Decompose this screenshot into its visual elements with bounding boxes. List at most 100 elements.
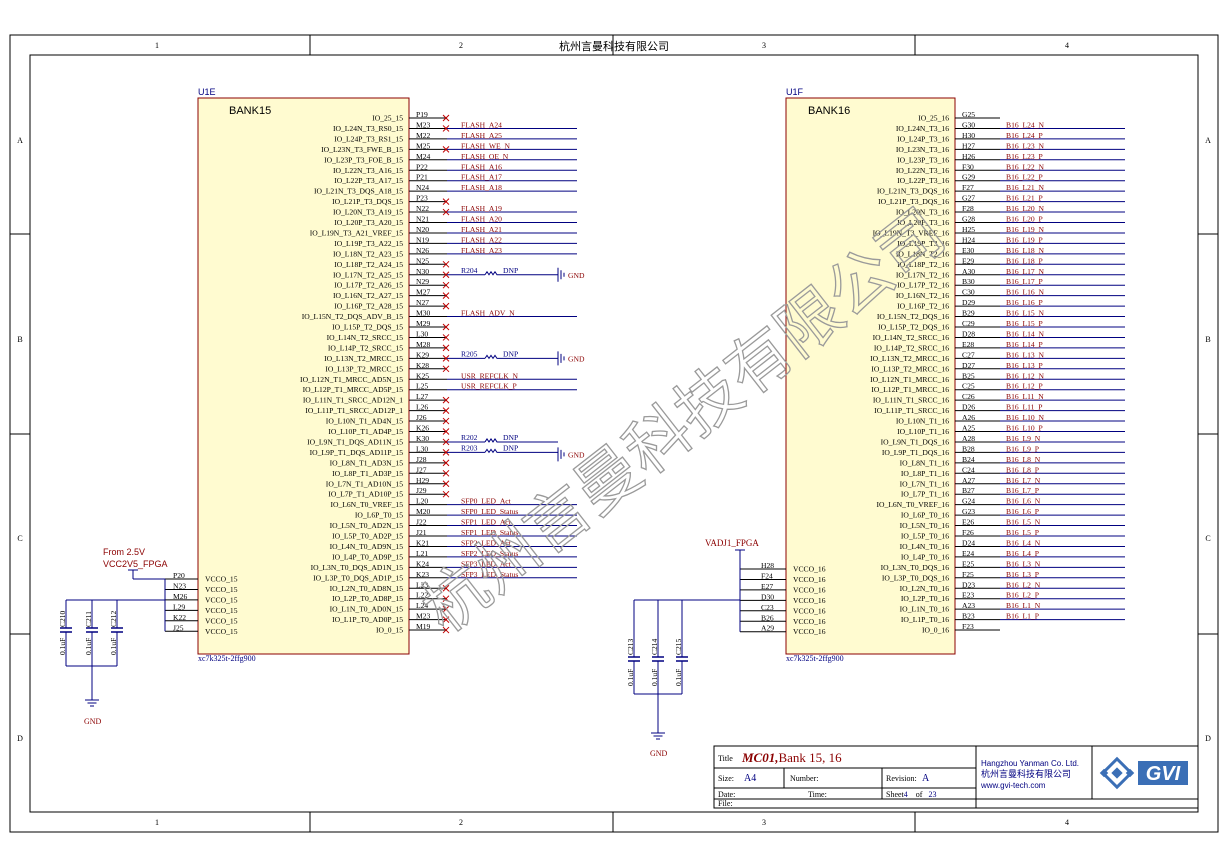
bank16-net-label: B16_L4_N xyxy=(1006,538,1041,547)
bank16-net-label: B16_L11_N xyxy=(1006,392,1044,401)
bank16-pin-number: H24 xyxy=(962,235,975,244)
bank15-body xyxy=(197,97,410,655)
zone-col-top: 1 xyxy=(155,41,159,50)
bank16-pin-number: B24 xyxy=(962,455,975,464)
bank16-net-label: B16_L23_P xyxy=(1006,152,1043,161)
bank15-pin-name: IO_L17N_T2_A25_15 xyxy=(333,270,403,279)
bank15-net-label: FLASH_A21 xyxy=(461,225,502,234)
bank15-vcco-name: VCCO_15 xyxy=(205,585,238,594)
sheet-total: 23 xyxy=(928,790,936,799)
bank16-pin-name: IO_L1P_T0_16 xyxy=(901,615,949,624)
time-label: Time: xyxy=(808,790,827,799)
bank15-pin-number: P19 xyxy=(416,110,428,119)
bank16-pin-number: G24 xyxy=(962,497,975,506)
no-connect-mark xyxy=(442,417,450,425)
bank16-vcco-name: VCCO_16 xyxy=(793,606,826,615)
zone-row-right: A xyxy=(1205,136,1211,145)
cap-value: 0.1uF xyxy=(674,669,683,686)
resistor-ref: R204 xyxy=(461,266,478,275)
bank16-title: BANK16 xyxy=(808,105,850,117)
no-connect-stroke xyxy=(442,271,450,279)
bank16-pin-number: A30 xyxy=(962,267,975,276)
cap-ref: C212 xyxy=(109,610,118,627)
bank15-part-number: xc7k325t-2ffg900 xyxy=(198,654,256,663)
bank15-pin-name: IO_0_15 xyxy=(376,626,403,635)
no-connect-stroke xyxy=(442,407,450,414)
bank16-pin-number: D24 xyxy=(962,538,975,547)
bank15-net-label: USR_REFCLK_P xyxy=(461,382,517,391)
bank16-pin-number: F23 xyxy=(962,622,974,631)
no-connect-mark xyxy=(442,208,450,216)
ground-icon xyxy=(557,447,565,462)
no-connect-mark xyxy=(442,438,450,446)
bank15-pin-name: IO_L13P_T2_MRCC_15 xyxy=(325,364,403,373)
bank15-pin-number: J28 xyxy=(416,455,427,464)
company-en: Hangzhou Yanman Co. Ltd. xyxy=(981,759,1079,768)
no-connect-mark xyxy=(442,480,450,488)
bank16-net-label: B16_L20_N xyxy=(1006,204,1044,213)
bank15-pin-number: L30 xyxy=(416,329,428,338)
bank15-pin-name: IO_L18N_T2_A23_15 xyxy=(333,249,403,258)
zone-col-top: 2 xyxy=(459,41,463,50)
bank15-pin-name: IO_L15N_T2_DQS_ADV_B_15 xyxy=(302,312,403,321)
bank15-pin-name: IO_L2P_T0_AD8P_15 xyxy=(332,594,403,603)
zone-col-top: 3 xyxy=(762,41,766,50)
bank15-pin-number: P22 xyxy=(416,162,428,171)
bank15-pin-number: N21 xyxy=(416,215,429,224)
bank16-pin-number: F30 xyxy=(962,162,974,171)
bank16-vcco-number: H28 xyxy=(761,561,774,570)
sheet-word: Sheet xyxy=(886,790,905,799)
bank16-net-label: B16_L6_N xyxy=(1006,497,1041,506)
bank15-pin-number: N22 xyxy=(416,204,429,213)
resistor-gnd-label: GND xyxy=(568,271,585,280)
bank15-pin-name: IO_L14N_T2_SRCC_15 xyxy=(327,333,404,342)
bank16-pin-name: IO_L20P_T3_16 xyxy=(897,218,949,227)
ground-icon xyxy=(557,351,565,366)
ground-icon xyxy=(557,267,565,282)
bank15-net-label: SFP1_LED_Status xyxy=(461,528,518,537)
bank16-pin-name: IO_L15N_T2_DQS_16 xyxy=(877,312,949,321)
bank15-net-label: FLASH_A23 xyxy=(461,246,502,255)
bank16-pin-name: IO_L12P_T1_MRCC_16 xyxy=(871,385,949,394)
bank16-pin-number: B29 xyxy=(962,309,975,318)
zone-row-left: D xyxy=(17,734,23,743)
bank16-pin-name: IO_L14P_T2_SRCC_16 xyxy=(874,343,949,352)
no-connect-stroke xyxy=(442,616,450,623)
bank15-pin-name: IO_L24P_T3_RS1_15 xyxy=(334,134,403,143)
bank16-net-label: B16_L4_P xyxy=(1006,549,1039,558)
bank16-pin-name: IO_L8P_T1_16 xyxy=(901,469,949,478)
bank15-vcco-number: P20 xyxy=(173,571,185,580)
bank16-pin-name: IO_L16N_T2_16 xyxy=(896,291,949,300)
bank16-net-label: B16_L3_P xyxy=(1006,570,1039,579)
no-connect-mark xyxy=(442,459,450,467)
no-connect-mark xyxy=(442,292,450,300)
no-connect-stroke xyxy=(442,114,450,122)
bank15-net-label: SFP0_LED_Act xyxy=(461,497,512,506)
bank15-net-label: USR_REFCLK_N xyxy=(461,371,518,380)
zone-row-right: B xyxy=(1205,335,1210,344)
bank16-pin-number: A28 xyxy=(962,434,975,443)
bank16-pin-number: F27 xyxy=(962,183,974,192)
bank15-pin-name: IO_L3N_T0_DQS_AD1N_15 xyxy=(311,563,404,572)
cap-value: 0.1uF xyxy=(650,669,659,686)
title-label: Title xyxy=(718,754,733,763)
size-value: A4 xyxy=(744,773,756,784)
bank16-net-label: B16_L24_P xyxy=(1006,131,1043,140)
bank15-vcco-name: VCCO_15 xyxy=(205,595,238,604)
